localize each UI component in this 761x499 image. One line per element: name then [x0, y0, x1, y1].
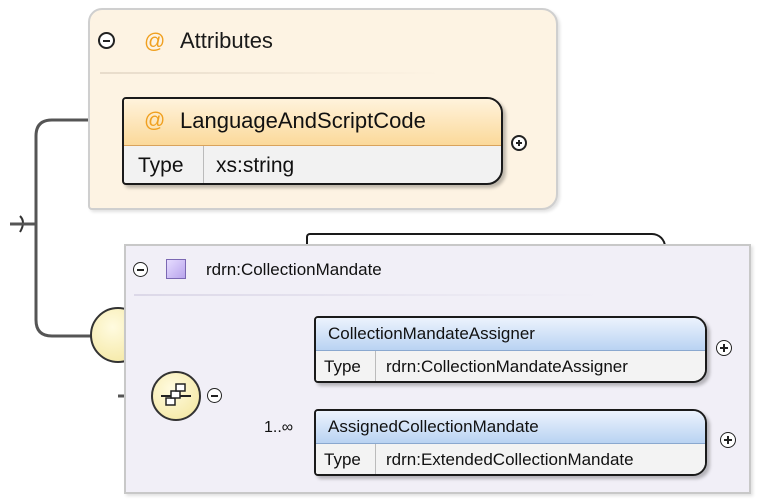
- element-type-value: rdrn:ExtendedCollectionMandate: [386, 449, 634, 469]
- element-expand-icon[interactable]: [720, 432, 736, 448]
- attributes-group-title: Attributes: [180, 28, 273, 53]
- attribute-expand-icon[interactable]: [511, 135, 527, 151]
- element-type-value: rdrn:CollectionMandateAssigner: [386, 356, 628, 376]
- attributes-divider: [100, 72, 440, 74]
- attributes-collapse-icon[interactable]: [98, 32, 115, 49]
- element-type-row: Type rdrn:ExtendedCollectionMandate: [316, 444, 705, 474]
- attribute-box[interactable]: @ LanguageAndScriptCode Type xs:string: [122, 97, 503, 185]
- element-assigned-collection-mandate[interactable]: AssignedCollectionMandate Type rdrn:Exte…: [314, 409, 707, 476]
- element-type-label: Type: [316, 351, 376, 381]
- attribute-name: LanguageAndScriptCode: [180, 108, 426, 133]
- element-collection-mandate-assigner[interactable]: CollectionMandateAssigner Type rdrn:Coll…: [314, 316, 707, 383]
- complex-type-name: rdrn:CollectionMandate: [206, 260, 382, 279]
- element-type-row: Type rdrn:CollectionMandateAssigner: [316, 351, 705, 381]
- sequence-glyph-icon: [161, 383, 191, 406]
- element-type-label: Type: [316, 444, 376, 474]
- attribute-type-value: xs:string: [216, 154, 295, 177]
- attribute-header: @ LanguageAndScriptCode: [124, 99, 501, 146]
- attribute-type-row: Type xs:string: [124, 146, 501, 183]
- attributes-at-icon: @: [144, 30, 166, 53]
- compositor-collapse-icon[interactable]: [207, 388, 222, 403]
- element-expand-icon[interactable]: [716, 340, 732, 356]
- complex-type-collapse-icon[interactable]: [133, 262, 148, 277]
- attribute-at-icon: @: [144, 109, 166, 132]
- complex-type-icon: [166, 259, 186, 279]
- sequence-compositor-icon[interactable]: [151, 371, 201, 421]
- cardinality-label: 1..∞: [264, 419, 294, 436]
- complex-type-divider: [134, 294, 600, 296]
- element-name: AssignedCollectionMandate: [316, 411, 705, 444]
- attribute-type-label: Type: [124, 146, 204, 183]
- element-name: CollectionMandateAssigner: [316, 318, 705, 351]
